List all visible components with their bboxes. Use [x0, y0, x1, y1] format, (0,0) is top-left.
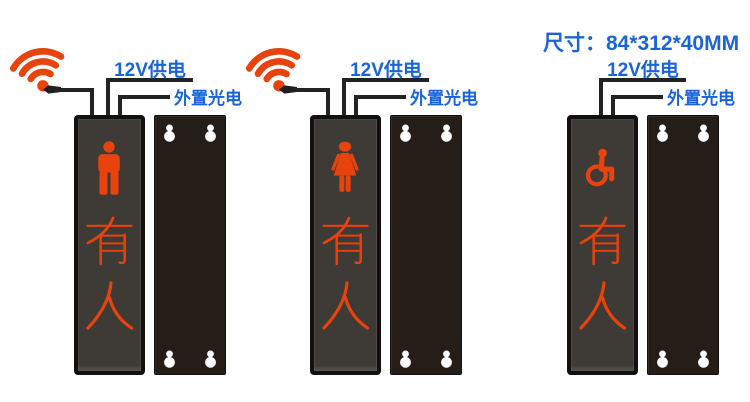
mounting-back-panel — [647, 115, 719, 375]
antenna-wire-vertical — [326, 88, 330, 119]
unit-male-sign: 12V供电 外置光电 — [0, 0, 250, 402]
wifi-icon — [2, 32, 74, 101]
occupied-char-ren — [85, 280, 134, 332]
wheelchair-icon — [582, 141, 622, 196]
mounting-keyhole-icon — [697, 350, 710, 368]
mounting-keyhole-icon — [399, 124, 412, 142]
mounting-back-panel — [154, 115, 226, 375]
mounting-keyhole-icon — [697, 124, 710, 142]
mounting-keyhole-icon — [656, 124, 669, 142]
photoelectric-wire-vertical — [611, 95, 615, 119]
mounting-keyhole-icon — [656, 350, 669, 368]
mounting-keyhole-icon — [440, 124, 453, 142]
sign-front-panel — [310, 115, 381, 375]
power-wire-vertical — [342, 78, 346, 119]
mounting-keyhole-icon — [163, 350, 176, 368]
male-icon — [89, 141, 129, 196]
mounting-back-panel — [390, 115, 462, 375]
photoelectric-wire-horizontal — [118, 95, 170, 99]
mounting-keyhole-icon — [204, 124, 217, 142]
female-icon — [325, 141, 365, 196]
photoelectric-label: 外置光电 — [174, 89, 242, 108]
power-label: 12V供电 — [350, 60, 422, 81]
wifi-icon — [238, 32, 310, 101]
sign-front-panel — [74, 115, 145, 375]
antenna-plug-icon — [43, 85, 61, 94]
antenna-plug-icon — [279, 85, 297, 94]
occupied-char-you — [578, 215, 627, 267]
occupied-char-ren — [578, 280, 627, 332]
occupied-char-you — [85, 215, 134, 267]
unit-female-sign: 12V供电 外置光电 — [236, 0, 486, 402]
antenna-wire-horizontal — [56, 88, 94, 92]
photoelectric-wire-vertical — [118, 95, 122, 119]
power-label: 12V供电 — [114, 60, 186, 81]
sign-front-panel — [567, 115, 638, 375]
photoelectric-label: 外置光电 — [667, 89, 735, 108]
mounting-keyhole-icon — [399, 350, 412, 368]
antenna-wire-horizontal — [292, 88, 330, 92]
photoelectric-wire-horizontal — [611, 95, 663, 99]
photoelectric-label: 外置光电 — [410, 89, 478, 108]
mounting-keyhole-icon — [163, 124, 176, 142]
occupied-char-you — [321, 215, 370, 267]
photoelectric-wire-vertical — [354, 95, 358, 119]
power-wire-horizontal — [342, 78, 429, 82]
photoelectric-wire-horizontal — [354, 95, 406, 99]
antenna-wire-vertical — [90, 88, 94, 119]
power-wire-horizontal — [106, 78, 193, 82]
occupied-char-ren — [321, 280, 370, 332]
dimension-note: 尺寸：84*312*40MM — [543, 32, 740, 55]
power-wire-horizontal — [599, 78, 686, 82]
mounting-keyhole-icon — [204, 350, 217, 368]
power-wire-vertical — [106, 78, 110, 119]
power-label: 12V供电 — [607, 60, 679, 81]
unit-accessible-sign: 12V供电 外置光电 — [493, 0, 743, 402]
mounting-keyhole-icon — [440, 350, 453, 368]
power-wire-vertical — [599, 78, 603, 119]
